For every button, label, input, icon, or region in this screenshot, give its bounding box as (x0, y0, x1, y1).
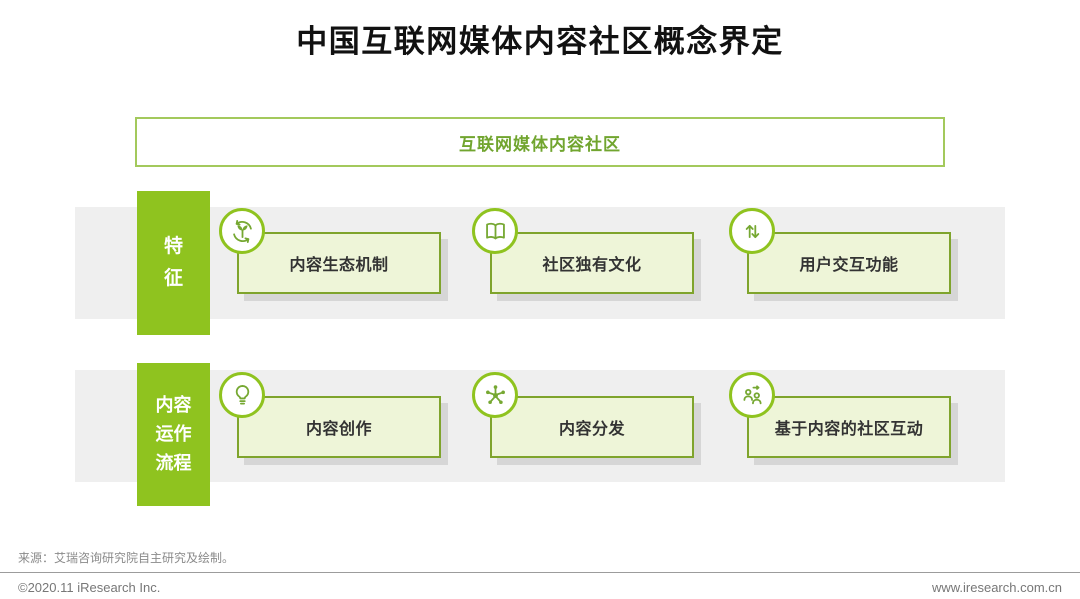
process-box-content-creation: 内容创作 (237, 396, 441, 458)
process-box-community-interaction: 基于内容的社区互动 (747, 396, 951, 458)
feature-box-community-culture: 社区独有文化 (490, 232, 694, 294)
footer-divider (0, 572, 1080, 573)
community-interaction-icon (729, 372, 775, 418)
open-book-icon (472, 208, 518, 254)
copyright-text: ©2020.11 iResearch Inc. (18, 580, 161, 595)
row-label-features-text: 特征 (163, 235, 183, 289)
source-note: 来源：艾瑞咨询研究院自主研究及绘制。 (18, 551, 235, 565)
eco-cycle-icon (219, 208, 265, 254)
concept-label: 互联网媒体内容社区 (459, 134, 621, 154)
row-label-features: 特征 (137, 191, 210, 335)
feature-box-label: 内容生态机制 (289, 257, 389, 274)
website-text: www.iresearch.com.cn (931, 580, 1062, 595)
feature-box-label: 用户交互功能 (799, 257, 899, 274)
lightbulb-icon (219, 372, 265, 418)
sort-arrows-icon (729, 208, 775, 254)
row-label-process-text: 内容运作流程 (155, 395, 192, 473)
feature-box-label: 社区独有文化 (542, 257, 642, 274)
feature-box-content-ecosystem: 内容生态机制 (237, 232, 441, 294)
page-title: 中国互联网媒体内容社区概念界定 (296, 24, 784, 59)
feature-box-user-interaction: 用户交互功能 (747, 232, 951, 294)
row-label-process: 内容运作流程 (137, 363, 210, 506)
concept-box: 互联网媒体内容社区 (135, 117, 945, 167)
process-box-label: 内容分发 (558, 421, 625, 438)
process-box-label: 基于内容的社区互动 (774, 421, 924, 438)
process-box-content-distribution: 内容分发 (490, 396, 694, 458)
share-network-icon (472, 372, 518, 418)
process-box-label: 内容创作 (305, 421, 372, 438)
